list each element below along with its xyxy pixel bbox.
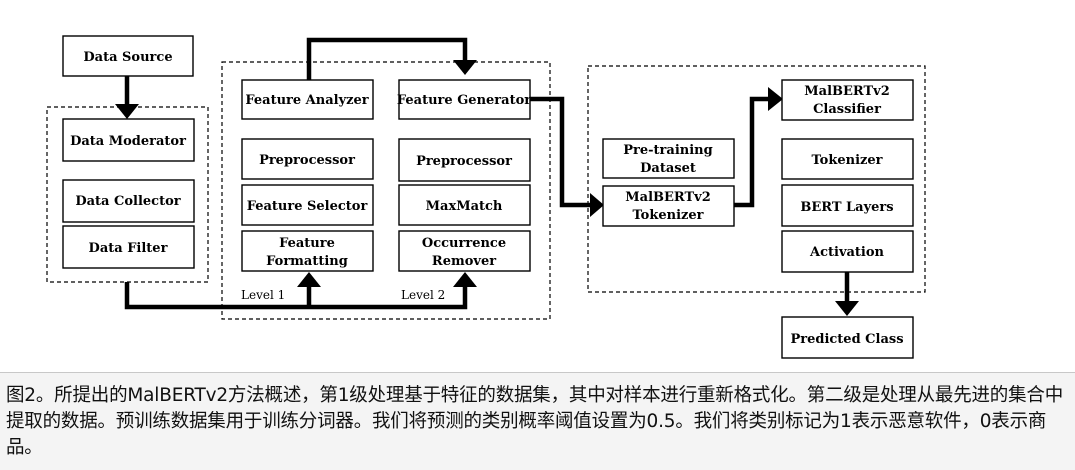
preprocessor-l1-node: Preprocessor <box>241 138 374 180</box>
predicted-class-node: Predicted Class <box>781 316 914 359</box>
preprocessor-l2-label: Preprocessor <box>416 154 512 169</box>
predicted-class-label: Predicted Class <box>790 332 903 347</box>
malbert-tokenizer-label-line1: MalBERTv2 <box>625 190 711 205</box>
malbert-classifier-label-line1: MalBERTv2 <box>804 84 890 99</box>
pretraining-dataset-label-line1: Pre-training <box>623 143 712 158</box>
feature-analyzer-label: Feature Analyzer <box>245 93 368 108</box>
bert-layers-label: BERT Layers <box>800 200 893 215</box>
data-source-label: Data Source <box>83 50 172 65</box>
occurrence-remover-label-line1: Occurrence <box>422 236 506 251</box>
pretraining-dataset-label-line2: Dataset <box>640 161 696 176</box>
connector-activation-to-predicted <box>835 272 859 316</box>
feature-generator-node: Feature Generator <box>397 79 531 120</box>
feature-analyzer-node: Feature Analyzer <box>241 79 374 120</box>
tokenizer-node: Tokenizer <box>781 138 914 180</box>
architecture-diagram: Data Source Data Moderator Data Collecto… <box>46 35 926 359</box>
data-moderator-label: Data Moderator <box>70 134 186 149</box>
data-filter-node: Data Filter <box>62 225 195 269</box>
feature-formatting-node: Feature Formatting <box>241 230 374 272</box>
malbert-tokenizer-label-line2: Tokenizer <box>632 208 703 223</box>
feature-formatting-label-line2: Formatting <box>266 254 348 269</box>
connector-analyzer-to-generator <box>306 37 477 80</box>
data-filter-label: Data Filter <box>89 241 168 256</box>
pretraining-dataset-node: Pre-training Dataset <box>602 138 735 179</box>
preprocessor-l2-node: Preprocessor <box>398 138 531 182</box>
occurrence-remover-label-line2: Remover <box>432 254 496 269</box>
data-collector-label: Data Collector <box>75 194 180 209</box>
connector-tokenizer-to-classifier <box>734 87 783 208</box>
connector-filter-to-level1-level2 <box>124 272 477 310</box>
malbert-model-group <box>587 65 926 293</box>
feature-selector-node: Feature Selector <box>241 184 374 226</box>
preprocessor-l1-label: Preprocessor <box>259 153 355 168</box>
feature-processing-group <box>221 61 551 320</box>
bert-layers-node: BERT Layers <box>781 184 914 227</box>
maxmatch-node: MaxMatch <box>398 184 531 226</box>
caption-area: 图2。所提出的MalBERTv2方法概述，第1级处理基于特征的数据集，其中对样本… <box>0 372 1075 470</box>
feature-selector-label: Feature Selector <box>247 199 368 214</box>
level-2-label: Level 2 <box>401 288 445 302</box>
activation-node: Activation <box>781 230 914 273</box>
tokenizer-label: Tokenizer <box>811 153 882 168</box>
activation-label: Activation <box>809 245 885 260</box>
feature-formatting-label-line1: Feature <box>279 236 335 251</box>
level-1-label: Level 1 <box>241 288 285 302</box>
data-collector-node: Data Collector <box>62 179 195 223</box>
occurrence-remover-node: Occurrence Remover <box>398 230 531 272</box>
malbert-tokenizer-node: MalBERTv2 Tokenizer <box>602 185 735 227</box>
malbert-classifier-node: MalBERTv2 Classifier <box>781 79 914 121</box>
feature-generator-label: Feature Generator <box>397 93 531 108</box>
figure-caption: 图2。所提出的MalBERTv2方法概述，第1级处理基于特征的数据集，其中对样本… <box>6 385 1063 458</box>
data-moderator-node: Data Moderator <box>62 118 195 162</box>
maxmatch-label: MaxMatch <box>426 199 503 214</box>
connector-generator-to-tokenizer <box>530 96 604 217</box>
connector-source-to-moderator <box>115 76 139 119</box>
data-source-node: Data Source <box>62 35 194 77</box>
malbert-classifier-label-line2: Classifier <box>813 102 881 117</box>
